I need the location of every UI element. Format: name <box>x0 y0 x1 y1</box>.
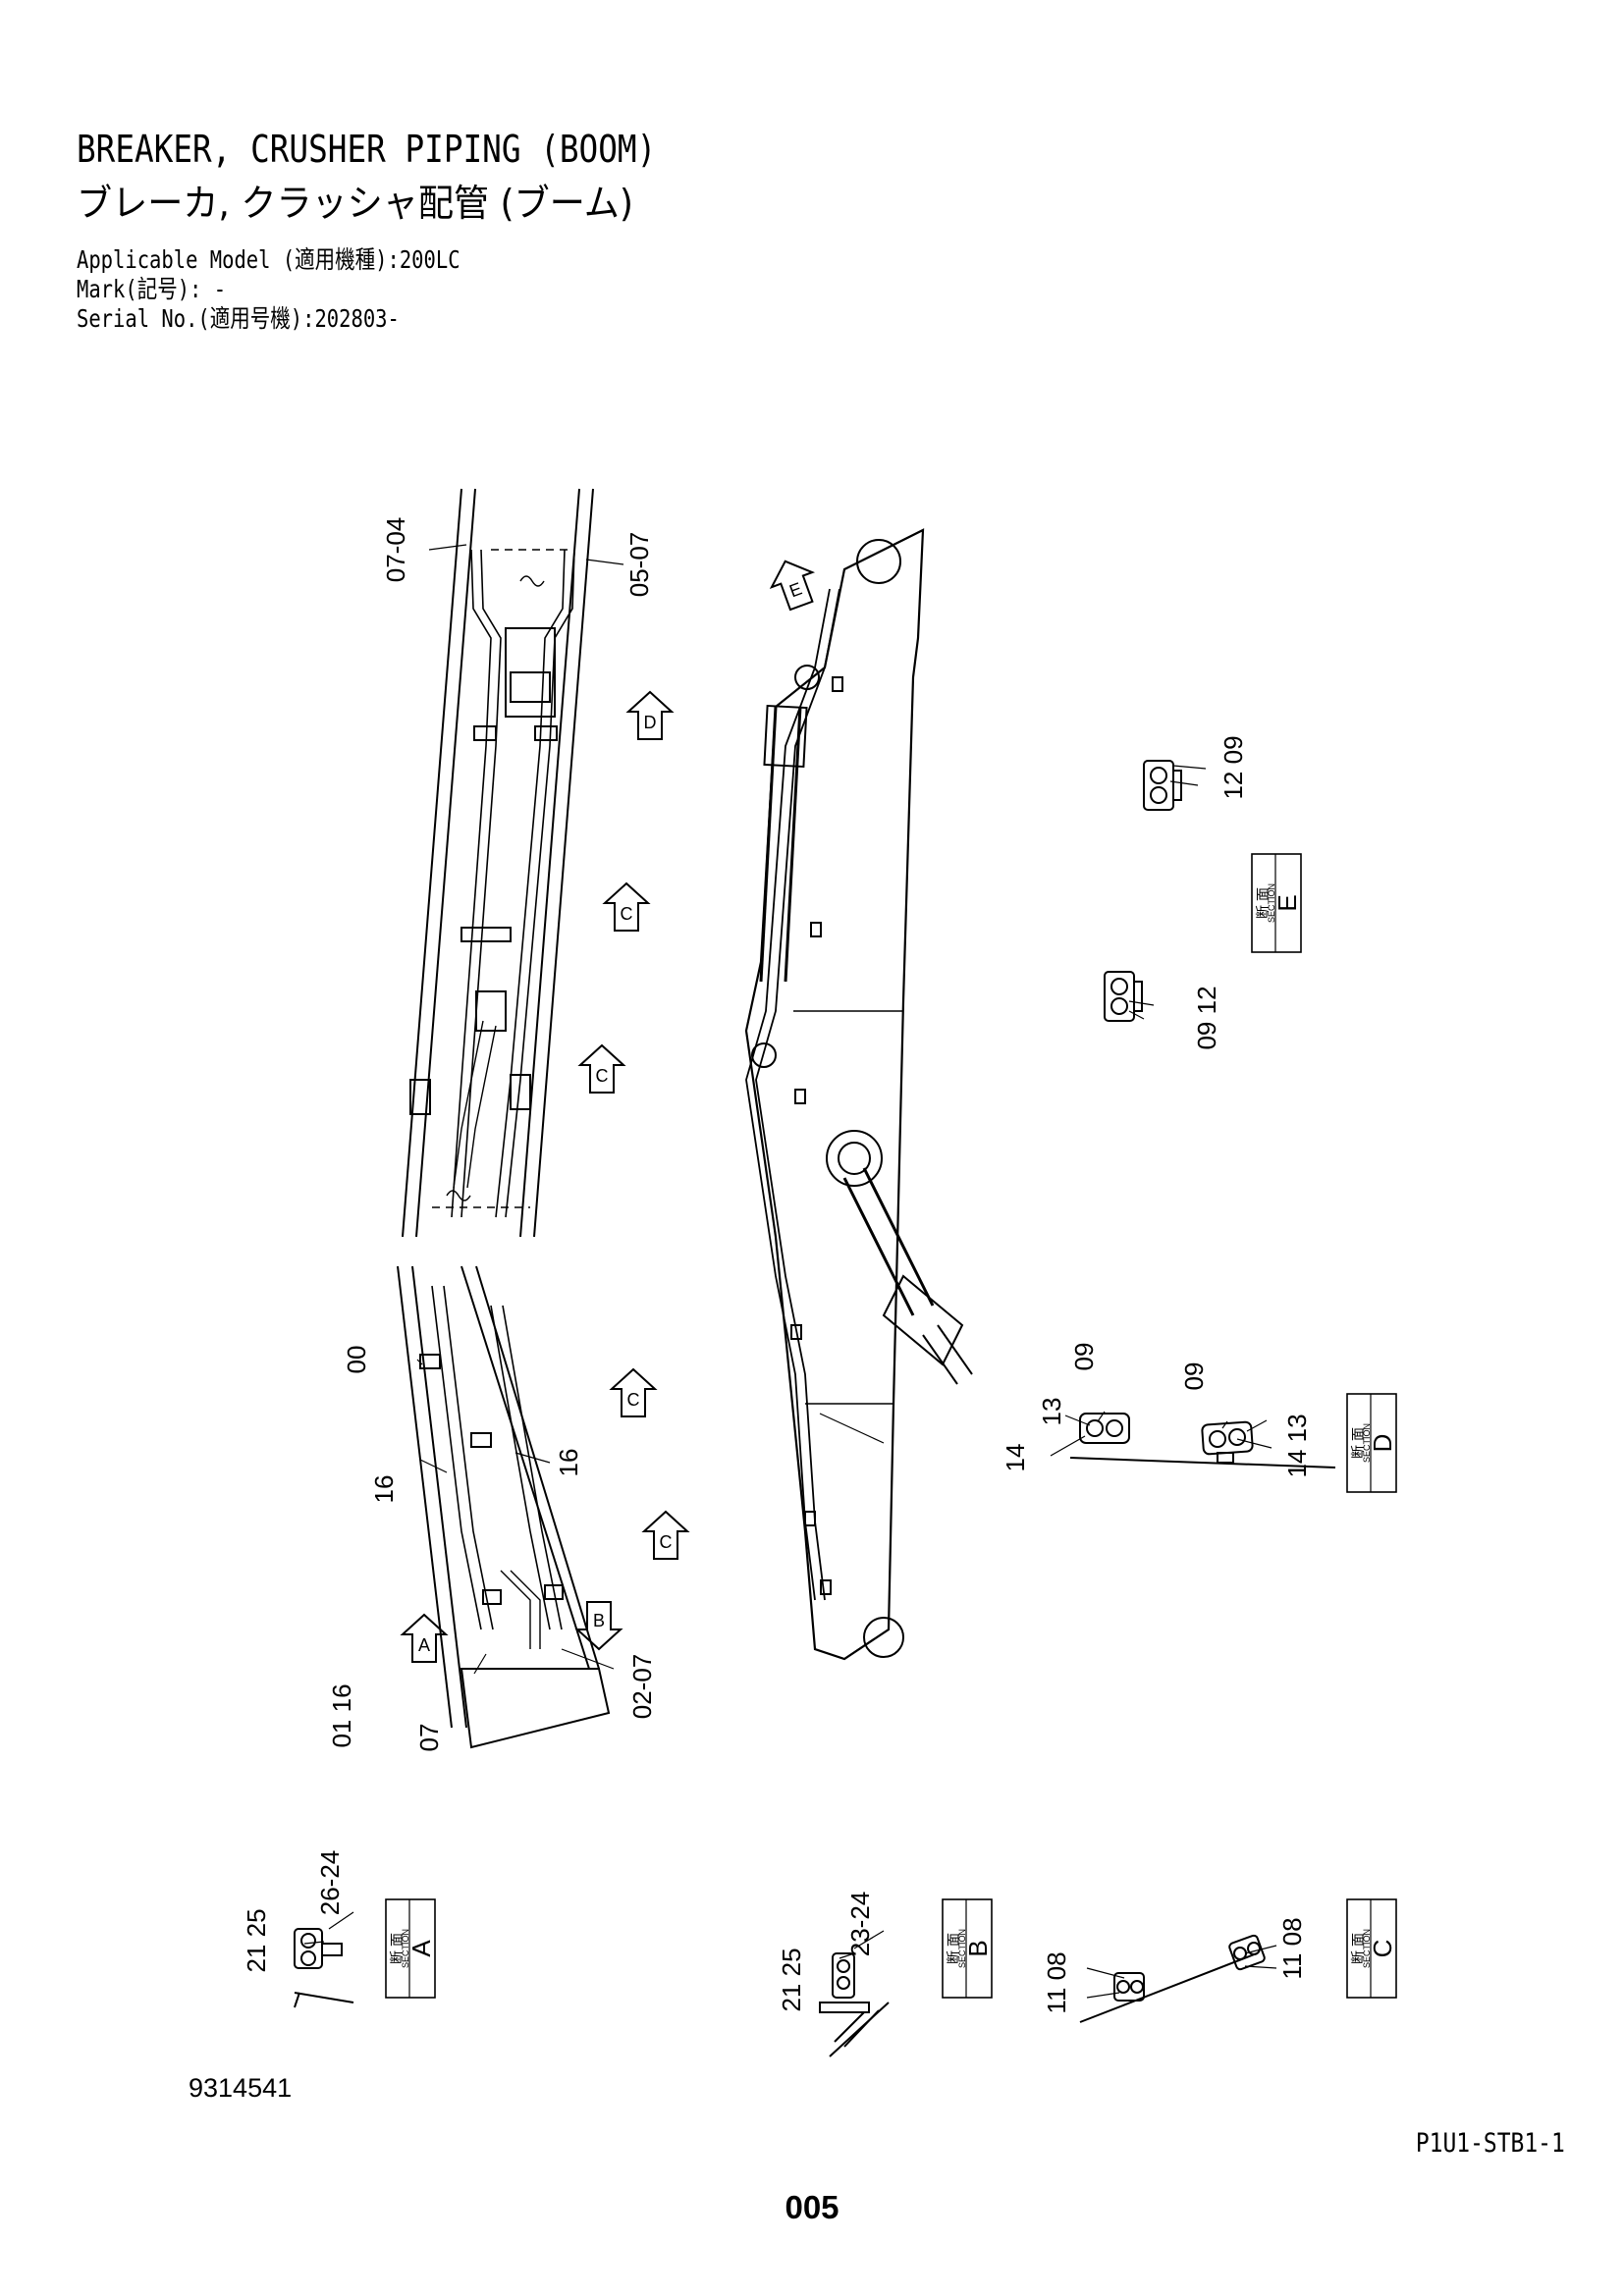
section-tag-a: 断 面 SECTION A <box>385 1898 436 1999</box>
view-arrow-b-label: B <box>593 1611 605 1630</box>
view-arrow-c-2: C <box>577 1043 626 1094</box>
callout-00: 00 <box>342 1346 371 1374</box>
view-arrow-c-label: C <box>621 904 633 924</box>
section-tag-d: 断 面 SECTION D <box>1346 1393 1397 1493</box>
sheet-code: P1U1-STB1-1 <box>1416 2128 1565 2159</box>
callout-09: 09 <box>1179 1362 1209 1391</box>
view-arrow-c-3: C <box>609 1367 658 1417</box>
callout-12-09: 12 09 <box>1218 735 1248 799</box>
callout-09: 09 <box>1069 1343 1099 1371</box>
boom-top-view-lower <box>397 1265 611 1749</box>
section-c-detail-1 <box>1079 1952 1258 2023</box>
callout-01-16: 01 16 <box>327 1683 356 1747</box>
drawing-number: 9314541 <box>189 2073 293 2103</box>
section-e-detail-2 <box>1104 971 1143 1022</box>
section-word: SECTION <box>1362 1929 1372 1968</box>
callout-07: 07 <box>414 1724 444 1752</box>
title-japanese: ブレーカ, クラッシャ配管 (ブーム) <box>77 182 633 225</box>
callout-13: 13 <box>1037 1398 1066 1426</box>
callout-14: 14 <box>1001 1444 1030 1472</box>
section-d-detail-2 <box>1201 1420 1254 1464</box>
callout-21-25: 21 25 <box>242 1908 271 1972</box>
callout-07-04: 07-04 <box>381 517 410 583</box>
title-english: BREAKER, CRUSHER PIPING (BOOM) <box>77 128 657 171</box>
view-arrow-c-1: C <box>602 881 651 932</box>
view-arrow-c-4: C <box>641 1510 690 1560</box>
callout-14-13: 14 13 <box>1282 1414 1312 1477</box>
view-arrow-a: A <box>400 1613 449 1663</box>
applicable-model: Applicable Model (適用機種):200LC <box>77 245 460 274</box>
section-kanji: 断 面 <box>1255 887 1271 919</box>
section-word: SECTION <box>401 1929 410 1968</box>
section-word: SECTION <box>957 1929 967 1968</box>
section-kanji: 断 面 <box>389 1933 405 1964</box>
section-letter-c: C <box>1368 1940 1397 1958</box>
section-tag-e: 断 面 SECTION E <box>1251 853 1302 953</box>
callout-21-25: 21 25 <box>777 1948 806 2011</box>
view-arrow-d-label: D <box>644 713 657 732</box>
view-arrow-c-label: C <box>596 1066 609 1086</box>
view-arrow-c-label: C <box>627 1390 640 1410</box>
view-arrow-e: E <box>769 560 816 612</box>
section-b-detail <box>819 1952 890 2057</box>
view-arrow-a-label: A <box>418 1635 430 1655</box>
mark-line: Mark(記号): - <box>77 275 227 303</box>
page-number: 005 <box>785 2189 839 2225</box>
callout-09-12: 09 12 <box>1192 986 1221 1049</box>
section-tag-b: 断 面 SECTION B <box>942 1898 993 1999</box>
section-letter-e: E <box>1272 894 1302 911</box>
boom-side-view <box>744 528 973 1661</box>
view-arrow-b: B <box>574 1601 623 1651</box>
callout-16: 16 <box>554 1449 583 1477</box>
section-c-detail-2 <box>1228 1934 1266 1971</box>
section-e-detail-1 <box>1143 760 1182 811</box>
section-letter-b: B <box>963 1940 993 1956</box>
section-kanji: 断 面 <box>946 1933 961 1964</box>
serial-number: Serial No.(適用号機):202803- <box>77 304 400 333</box>
callout-26-24: 26-24 <box>315 1850 345 1916</box>
section-word: SECTION <box>1362 1423 1372 1463</box>
section-tag-c: 断 面 SECTION C <box>1346 1898 1397 1999</box>
section-a-detail <box>294 1928 354 2008</box>
section-kanji: 断 面 <box>1350 1427 1366 1459</box>
view-arrow-e-label: E <box>786 578 804 601</box>
boom-top-view-upper <box>402 488 594 1238</box>
section-letter-d: D <box>1368 1434 1397 1453</box>
callout-11-08: 11 08 <box>1277 1917 1307 1979</box>
section-word: SECTION <box>1267 883 1276 923</box>
section-letter-a: A <box>406 1940 436 1957</box>
callout-02-07: 02-07 <box>627 1654 657 1720</box>
view-arrow-c-label: C <box>660 1532 673 1552</box>
view-arrow-d: D <box>625 690 675 740</box>
callout-16: 16 <box>369 1475 399 1504</box>
callout-23-24: 23-24 <box>845 1892 875 1957</box>
callout-11-08: 11 08 <box>1042 1951 1071 2013</box>
section-kanji: 断 面 <box>1350 1933 1366 1964</box>
section-d-detail-1 <box>1069 1413 1336 1468</box>
callout-05-07: 05-07 <box>624 532 654 598</box>
